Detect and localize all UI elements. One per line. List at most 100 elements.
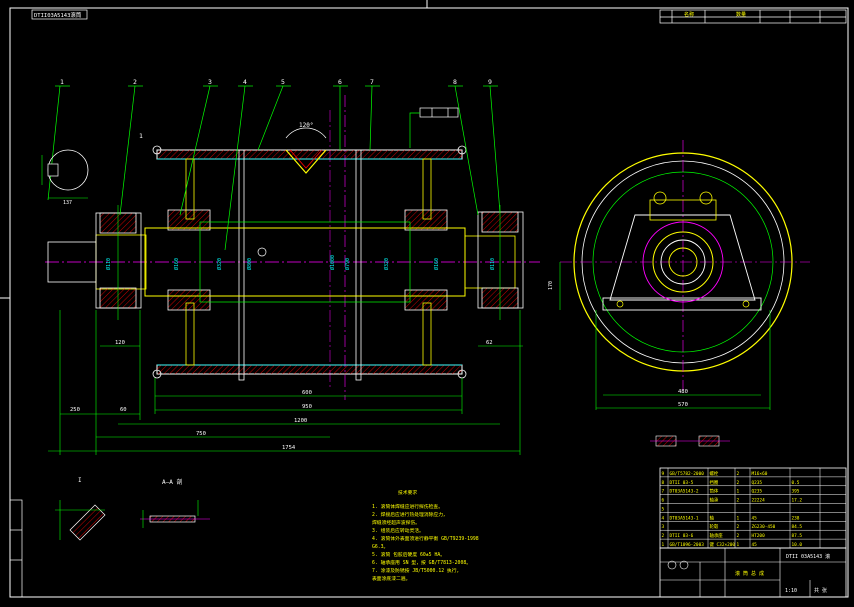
svg-text:7: 7 [370, 78, 374, 86]
svg-text:62: 62 [486, 340, 493, 346]
bom-cell: 2 [737, 533, 740, 539]
svg-text:8: 8 [453, 78, 457, 86]
svg-text:1: 1 [60, 78, 64, 86]
technical-notes: 技术要求 1. 滚筒体焊缝应进行探伤检查。 2. 焊接后应进行热处理消除应力， … [372, 489, 479, 582]
drawing-border [9, 7, 849, 598]
svg-text:120: 120 [115, 340, 125, 346]
bom-cell: DT03A5143-1 [670, 515, 699, 521]
bom-cell: 22224 [752, 498, 766, 504]
bom-cell: M16×60 [752, 471, 768, 477]
bom-cell: ZG230-450 [752, 524, 776, 530]
svg-text:60: 60 [120, 407, 127, 413]
bom-cell: 1 [737, 542, 740, 548]
svg-text:Ø320: Ø320 [383, 258, 390, 270]
bom-cell: Q235 [752, 489, 763, 495]
svg-text:Ø1000: Ø1000 [329, 255, 336, 270]
title-block: DTII 03A5143 滚 滚 筒 总 成 1:10 共 张 [659, 547, 847, 598]
bom-cell: DTII 03-5 [670, 480, 694, 486]
svg-text:焊缝须经超声波探伤。: 焊缝须经超声波探伤。 [372, 519, 420, 526]
svg-text:1754: 1754 [282, 445, 296, 451]
bom-cell: 9 [662, 471, 665, 477]
svg-text:技术要求: 技术要求 [398, 489, 417, 496]
bom-cell: 45 [752, 515, 758, 521]
svg-text:950: 950 [302, 404, 312, 410]
bom-cell: GB/T5782-2000 [670, 471, 705, 477]
svg-text:7. 涂漆及防锈按 JB/T5000.12 执行，: 7. 涂漆及防锈按 JB/T5000.12 执行， [372, 567, 461, 574]
section-a-a: A—A 剖 [140, 478, 210, 528]
bom-cell: DTII 03-6 [670, 533, 694, 539]
bom-cell: GB/T1096-2003 [670, 542, 705, 548]
svg-text:Ø160: Ø160 [173, 258, 180, 270]
bom-cell: 395 [792, 489, 800, 495]
balloon-labels: 1 2 3 4 5 6 7 8 9 1 [60, 78, 492, 140]
bom-cell: 45 [752, 542, 758, 548]
bom-cell: 轮毂 [710, 523, 719, 530]
svg-text:Ø160: Ø160 [433, 258, 440, 270]
bom-cell: 轴承 [710, 497, 719, 504]
bom-cell: Q235 [752, 480, 763, 486]
bom-cell: 2 [737, 524, 740, 530]
svg-text:5: 5 [281, 78, 285, 86]
bom-cell: 2 [737, 480, 740, 486]
svg-text:120°: 120° [299, 122, 313, 129]
bom-cell: 2 [662, 533, 665, 539]
side-view: 480 570 170 [548, 140, 810, 410]
svg-text:250: 250 [70, 407, 80, 413]
svg-text:570: 570 [678, 402, 688, 408]
svg-text:Ø790: Ø790 [344, 258, 351, 270]
svg-text:Ø320: Ø320 [216, 258, 223, 270]
bom-cell: 2 [737, 471, 740, 477]
svg-text:1. 滚筒体焊缝应进行探伤检查。: 1. 滚筒体焊缝应进行探伤检查。 [372, 503, 443, 510]
bom-cell: 4 [662, 515, 665, 521]
bom-cell: 0.5 [792, 480, 800, 486]
bom-cell: 10.0 [792, 542, 803, 548]
svg-text:6: 6 [338, 78, 342, 86]
svg-text:滚 筒 总 成: 滚 筒 总 成 [735, 570, 764, 577]
detail-I: I [55, 477, 106, 541]
bom-cell: 2 [737, 498, 740, 504]
svg-text:9: 9 [488, 78, 492, 86]
bom-cell: 1 [662, 542, 665, 548]
bom-cell: 1 [737, 489, 740, 495]
svg-text:750: 750 [196, 431, 206, 437]
revision-header [659, 9, 847, 24]
bom-cell: DT03A5143-2 [670, 489, 699, 495]
svg-text:1: 1 [139, 132, 143, 140]
bom-cell: 87.5 [792, 533, 803, 539]
svg-text:137: 137 [63, 200, 72, 206]
svg-text:170: 170 [548, 281, 554, 290]
bom-cell: 1 [737, 515, 740, 521]
svg-text:I: I [78, 477, 82, 484]
bom-cell: 键 C32×200 [710, 541, 736, 548]
leaders [47, 85, 501, 251]
bom-cell: 轴 [710, 514, 715, 521]
bom-cell: 筒体 [710, 488, 719, 495]
svg-text:3. 组装后应转动灵活。: 3. 组装后应转动灵活。 [372, 527, 424, 534]
bom-cell: 轴承座 [710, 532, 724, 539]
svg-text:数量: 数量 [736, 11, 746, 18]
svg-text:Ø800: Ø800 [246, 258, 253, 270]
corner-tag: DTII03A5143滚筒 [34, 11, 82, 19]
bom-cell: 8 [662, 480, 665, 486]
svg-text:2: 2 [133, 78, 137, 86]
bom-cell: 84.5 [792, 524, 803, 530]
svg-text:3: 3 [208, 78, 212, 86]
svg-text:Ø110: Ø110 [105, 258, 112, 270]
bom-cell: 3 [662, 524, 665, 530]
bom-cell: 17.2 [792, 498, 803, 504]
dimension-lines [48, 310, 523, 455]
svg-text:480: 480 [678, 389, 688, 395]
bom-cell: 螺栓 [710, 470, 719, 477]
svg-text:表面涂底漆二遍。: 表面涂底漆二遍。 [372, 575, 410, 582]
svg-text:4: 4 [243, 78, 247, 86]
bom-cell: 6 [662, 498, 665, 504]
bolt-details [650, 435, 730, 447]
svg-text:2. 焊接后应进行热处理消除应力，: 2. 焊接后应进行热处理消除应力， [372, 511, 448, 518]
svg-text:Ø110: Ø110 [489, 258, 496, 270]
bom-cell: 7 [662, 489, 665, 495]
svg-text:DTII 03A5143 滚: DTII 03A5143 滚 [786, 553, 830, 560]
svg-text:名称: 名称 [684, 11, 694, 18]
svg-text:共 张: 共 张 [814, 587, 827, 594]
